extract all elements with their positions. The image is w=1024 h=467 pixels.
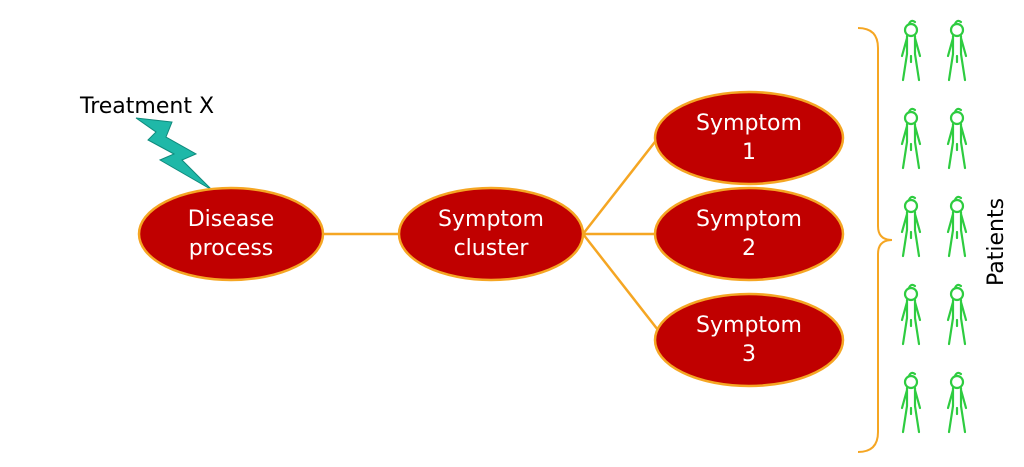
edge-cluster-symptom1 [582,137,659,235]
node-symptom-2: Symptom 2 [653,186,845,282]
person-icon [946,195,968,258]
node-label-line2: cluster [454,236,530,261]
node-label-line2: process [189,236,274,261]
node-symptom-1: Symptom 1 [653,90,845,186]
node-disease-process: Disease process [137,186,325,282]
node-label-line1: Symptom [696,111,802,136]
person-icon [900,283,922,346]
node-label-line1: Symptom [438,207,544,232]
patients-label: Patients [984,198,1009,286]
patients-group [900,19,968,434]
person-icon [946,107,968,170]
person-icon [900,107,922,170]
person-icon [900,19,922,82]
node-label-line1: Disease [188,207,275,232]
patients-bracket [857,27,893,453]
lightning-bolt-icon [135,117,213,191]
person-icon [946,19,968,82]
connectors [323,137,659,331]
treatment-label: Treatment X [79,94,214,119]
node-label-line2: 2 [742,236,756,261]
node-symptom-cluster: Symptom cluster [397,186,585,282]
node-label-line2: 3 [742,342,756,367]
person-icon [900,195,922,258]
person-icon [900,371,922,434]
node-label-line1: Symptom [696,207,802,232]
person-icon [946,371,968,434]
edge-cluster-symptom3 [582,233,659,331]
node-label-line2: 1 [742,140,756,165]
node-label-line1: Symptom [696,313,802,338]
person-icon [946,283,968,346]
node-symptom-3: Symptom 3 [653,292,845,388]
